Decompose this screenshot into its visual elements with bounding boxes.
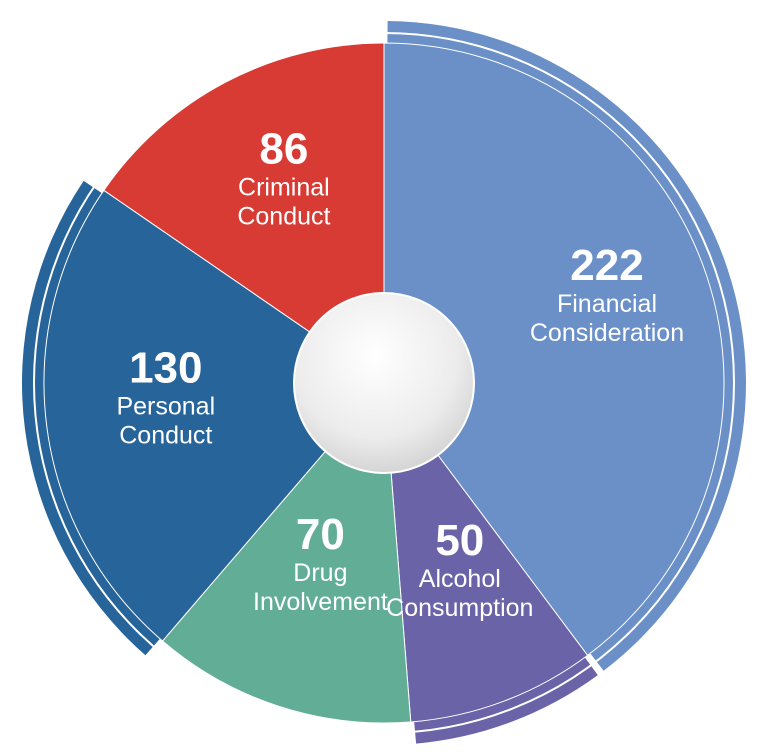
slice-alcohol-consumption — [383, 381, 589, 723]
slice-personal-conduct — [43, 189, 385, 642]
slice-label-financial-consideration-line-2: Consideration — [530, 319, 684, 347]
slice-label-alcohol-consumption-line-2: Consumption — [386, 594, 533, 622]
slice-value-alcohol-consumption: 50 — [435, 516, 484, 565]
pie-slices — [43, 42, 725, 724]
thin-white-ring — [33, 32, 735, 734]
slice-value-financial-consideration: 222 — [570, 241, 643, 290]
slice-value-criminal-conduct: 86 — [259, 125, 308, 174]
slice-drug-involvement — [161, 381, 412, 724]
slice-label-criminal-conduct-line-2: Conduct — [237, 203, 330, 231]
slice-value-personal-conduct: 130 — [129, 343, 202, 392]
slice-value-drug-involvement: 70 — [296, 510, 345, 559]
center-hole — [293, 292, 475, 474]
slice-financial-consideration — [383, 42, 725, 657]
slice-label-financial-consideration-line-1: Financial — [557, 290, 657, 318]
slice-label-personal-conduct-line-1: Personal — [116, 392, 215, 420]
slice-label-alcohol-consumption-line-1: Alcohol — [419, 565, 501, 593]
slice-criminal-conduct — [103, 42, 385, 384]
slice-label-personal-conduct-line-2: Conduct — [119, 421, 212, 449]
slice-label-drug-involvement-line-1: Drug — [293, 559, 347, 587]
slice-label-criminal-conduct-line-1: Criminal — [238, 174, 330, 202]
slice-label-drug-involvement-line-2: Involvement — [253, 588, 388, 616]
